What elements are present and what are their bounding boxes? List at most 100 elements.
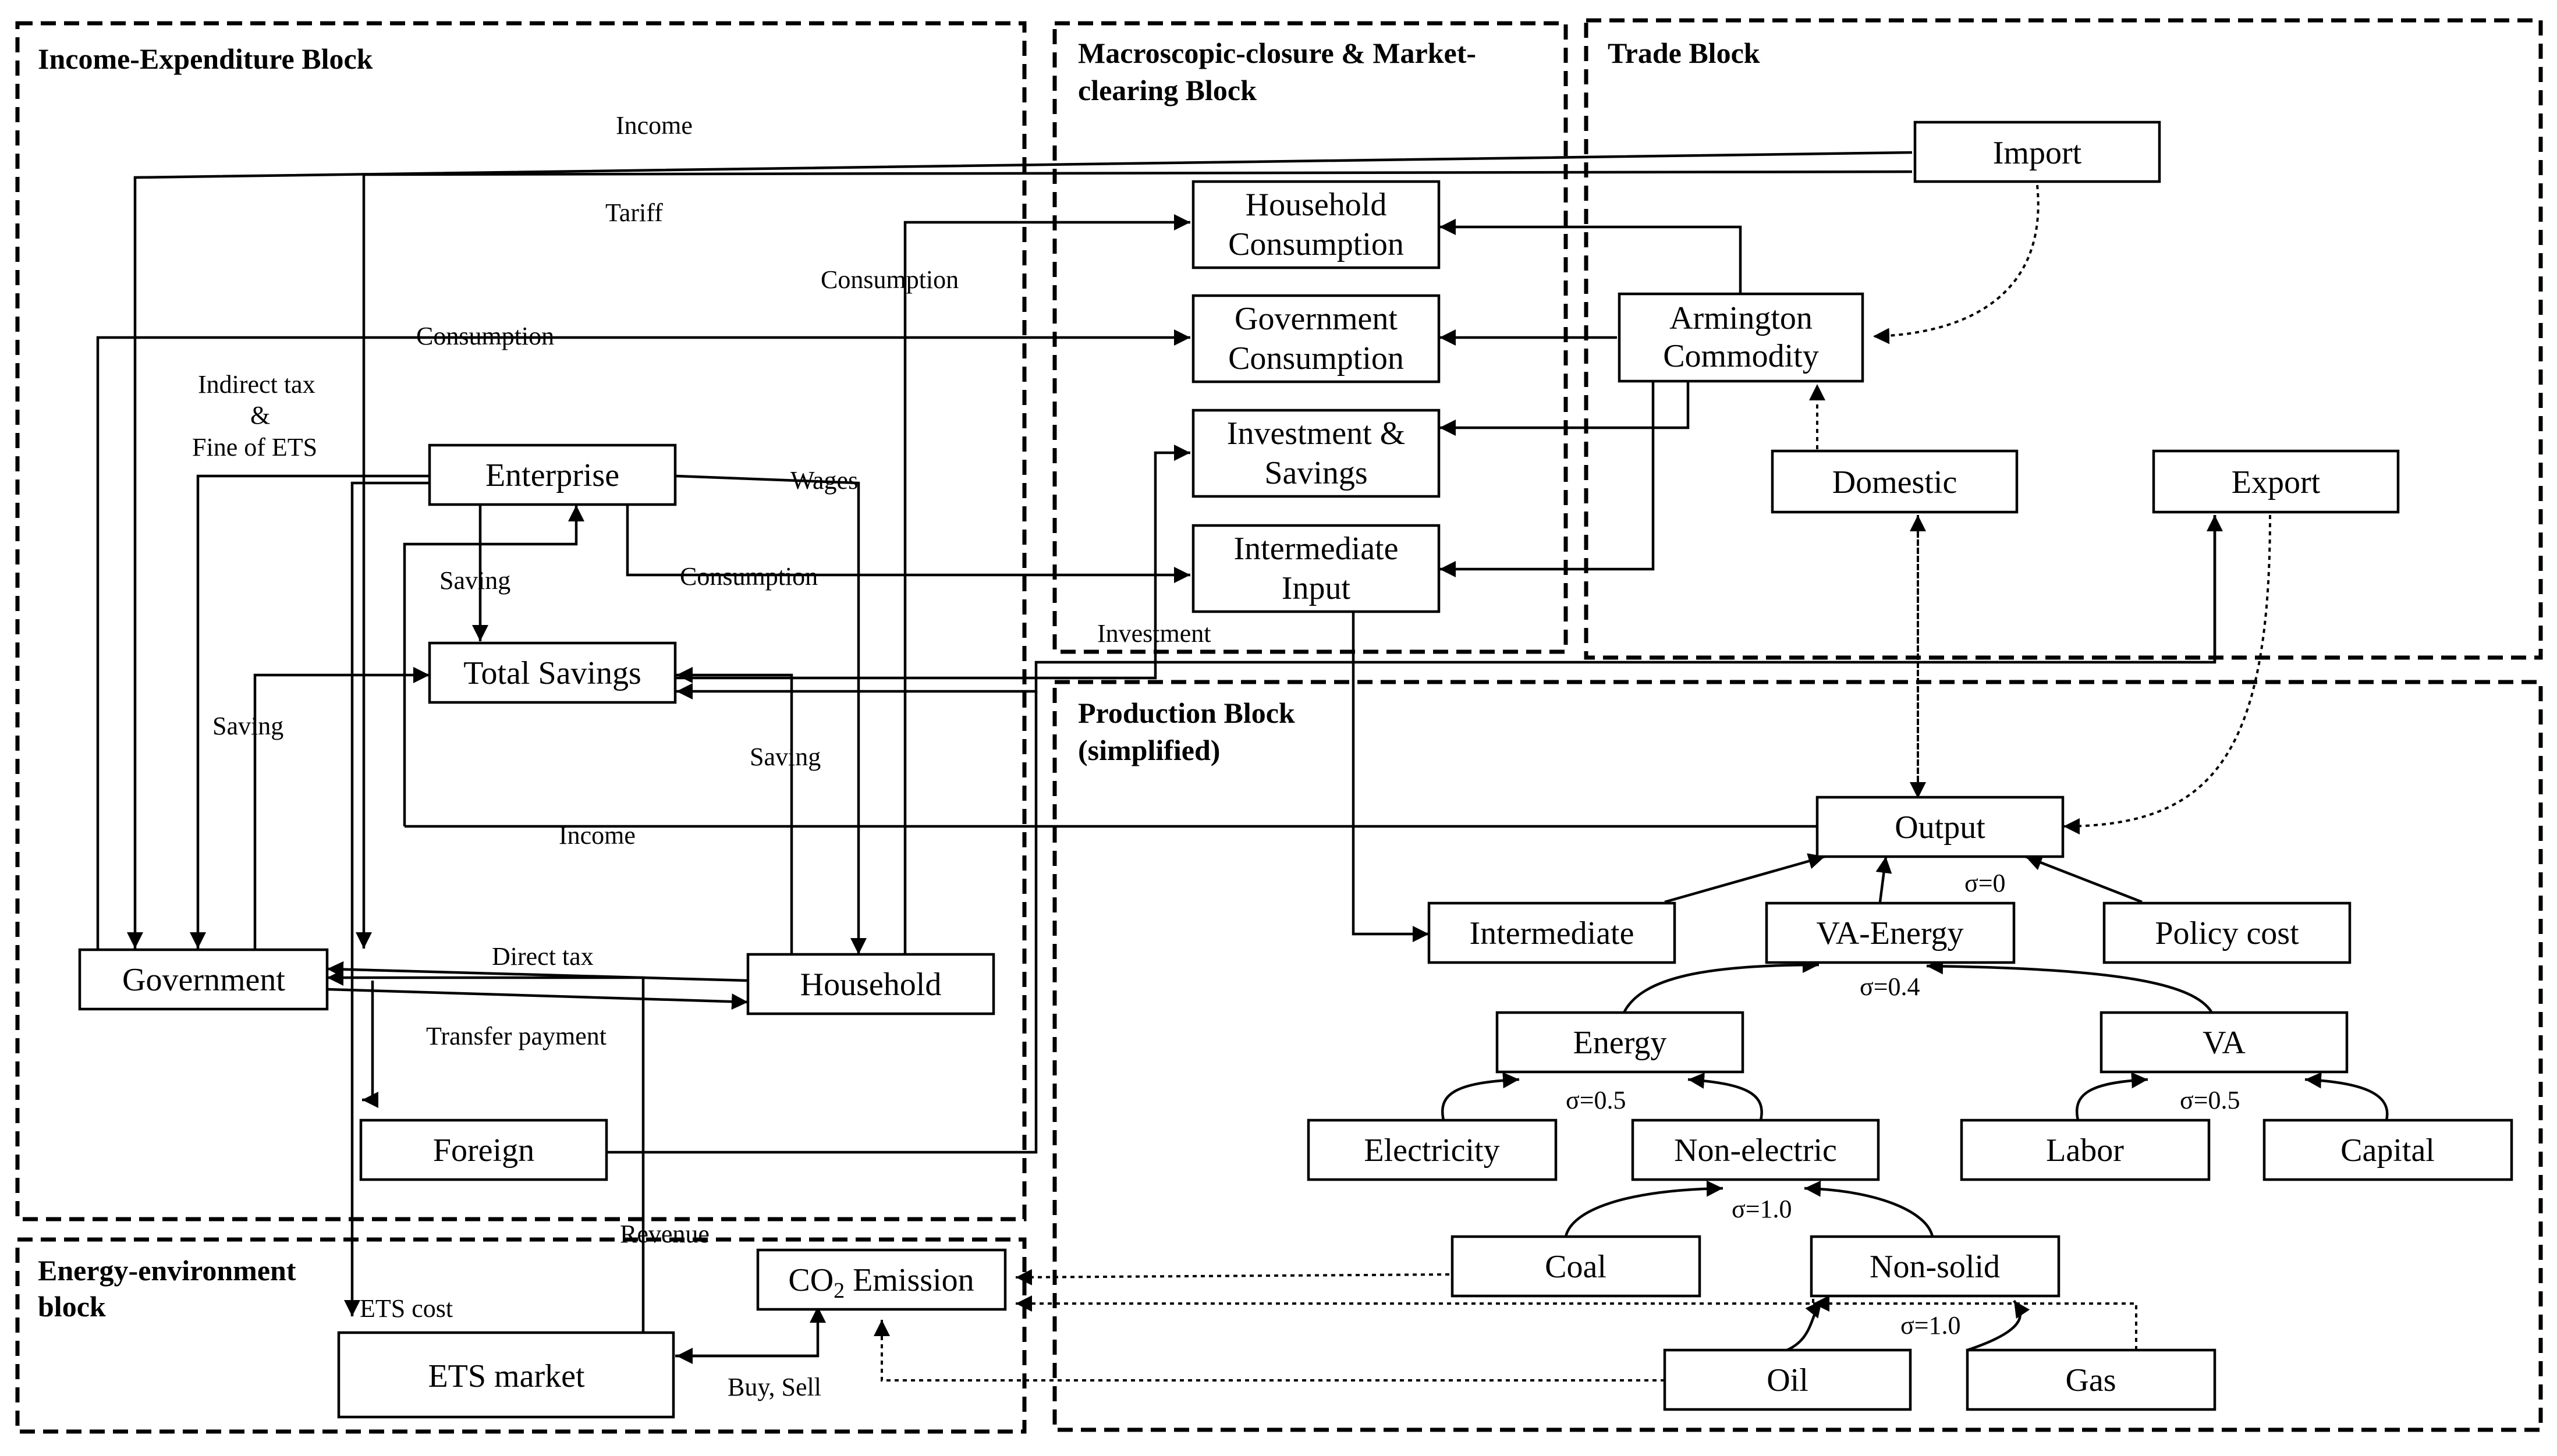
svg-text:CO2 Emission: CO2 Emission (788, 1262, 974, 1303)
trade-block-title: Trade Block (1608, 37, 1760, 69)
node-electricity: Electricity (1307, 1118, 1558, 1181)
node-ets-market: ETS market (337, 1331, 675, 1419)
svg-text:Output: Output (1895, 809, 1985, 846)
edge-transfer-payment (327, 988, 749, 1010)
label-investment: Investment (1097, 619, 1211, 648)
edge-buy-sell (675, 1306, 826, 1358)
node-enterprise: Enterprise (428, 443, 677, 506)
svg-text:Oil: Oil (1767, 1362, 1808, 1398)
edge-intermediate-to-output (1664, 853, 1825, 904)
label-revenue: Revenue (620, 1220, 710, 1248)
trade-block-frame (1584, 18, 2543, 660)
edge-household-saving (676, 667, 793, 954)
svg-text:Policy cost: Policy cost (2155, 915, 2299, 951)
edge-income-import-to-government (127, 151, 1913, 949)
svg-text:Energy: Energy (1573, 1025, 1667, 1061)
edge-gas-to-co2 (1813, 1295, 2137, 1350)
svg-text:Non-electric: Non-electric (1674, 1132, 1837, 1169)
node-intermediate: Intermediate (1427, 901, 1676, 964)
edge-ets-cost (344, 481, 430, 1316)
node-household-consumption: Household Consumption (1191, 180, 1441, 269)
node-non-solid: Non-solid (1810, 1235, 2061, 1298)
edge-coal-to-co2 (1015, 1269, 1450, 1285)
label-saving-household: Saving (750, 743, 821, 771)
node-total-savings: Total Savings (428, 641, 677, 704)
sigma-energy: σ=0.5 (1566, 1086, 1626, 1114)
label-ets-cost: ETS cost (360, 1294, 453, 1323)
edge-consumption-government (96, 329, 1190, 954)
edge-electricity-to-energy (1441, 1072, 1520, 1121)
macro-closure-block-title-line2: clearing Block (1078, 74, 1257, 106)
svg-text:Electricity: Electricity (1364, 1132, 1499, 1169)
edge-oil-to-co2 (874, 1320, 1665, 1382)
edge-va-energy-to-output (1875, 856, 1892, 903)
node-policy-cost: Policy cost (2102, 901, 2352, 964)
node-va: VA (2099, 1011, 2349, 1074)
node-armington-commodity: Armington Commodity (1618, 292, 1864, 383)
edge-labor-to-va (2076, 1072, 2148, 1121)
edge-oil-to-non-solid (1786, 1299, 1823, 1352)
edge-government-saving (253, 667, 430, 954)
edge-foreign-out (605, 691, 1038, 1154)
node-va-energy: VA-Energy (1765, 901, 2016, 964)
svg-text:ETS market: ETS market (428, 1358, 584, 1394)
edge-tariff (356, 170, 1913, 949)
label-income-output: Income (559, 821, 636, 850)
node-capital: Capital (2262, 1118, 2513, 1181)
edge-armington-household (1439, 219, 1742, 294)
label-wages: Wages (790, 466, 858, 495)
node-gas: Gas (1966, 1348, 2216, 1411)
node-oil: Oil (1663, 1348, 1912, 1411)
edge-government-foreign (362, 981, 378, 1108)
edge-revenue (327, 970, 645, 1333)
energy-environment-block-title-line2: block (38, 1290, 106, 1323)
edge-indirect-tax (190, 474, 430, 949)
svg-text:Household: Household (1246, 187, 1387, 223)
edge-armington-intermediate (1439, 381, 1655, 577)
label-consumption-household: Consumption (821, 265, 959, 294)
node-investment-savings: Investment & Savings (1191, 409, 1441, 498)
svg-text:VA: VA (2203, 1025, 2246, 1061)
label-tariff: Tariff (605, 198, 663, 227)
node-energy: Energy (1495, 1011, 1744, 1074)
svg-text:Enterprise: Enterprise (485, 457, 619, 493)
income-expenditure-block-title: Income-Expenditure Block (38, 42, 373, 75)
svg-text:Export: Export (2232, 464, 2321, 500)
node-foreign: Foreign (359, 1118, 608, 1181)
node-import: Import (1913, 120, 2161, 183)
svg-text:Input: Input (1282, 570, 1351, 606)
production-block-title-line2: (simplified) (1078, 734, 1220, 766)
edge-export-output (2063, 514, 2271, 834)
edge-import-to-armington (1872, 184, 2040, 345)
node-government-consumption: Government Consumption (1191, 294, 1441, 383)
edge-investment (676, 445, 1190, 680)
edge-gas-to-non-solid (1967, 1299, 2030, 1352)
node-intermediate-input: Intermediate Input (1191, 524, 1441, 613)
label-saving-government: Saving (212, 712, 283, 740)
label-transfer-payment: Transfer payment (426, 1022, 607, 1050)
svg-text:Savings: Savings (1264, 455, 1367, 491)
svg-text:Armington: Armington (1669, 300, 1813, 336)
edge-intermediate-input-to-intermediate (1352, 611, 1429, 942)
node-output: Output (1815, 796, 2065, 858)
svg-text:Investment &: Investment & (1227, 416, 1405, 452)
node-co2-emission: CO2 Emission (756, 1248, 1007, 1311)
svg-text:Import: Import (1993, 135, 2082, 171)
svg-text:Labor: Labor (2046, 1132, 2124, 1169)
svg-text:Foreign: Foreign (433, 1132, 534, 1169)
svg-text:Household: Household (800, 967, 942, 1003)
sigma-non-electric: σ=1.0 (1732, 1195, 1792, 1223)
macro-closure-block-title-line1: Macroscopic-closure & Market- (1078, 37, 1476, 69)
edge-consumption-household (903, 214, 1190, 954)
label-buy-sell: Buy, Sell (728, 1373, 821, 1401)
svg-text:Non-solid: Non-solid (1870, 1249, 2000, 1285)
edge-armington-investment (1439, 381, 1690, 436)
edge-non-electric-to-energy (1687, 1072, 1763, 1121)
edge-non-solid-to-non-electric (1804, 1180, 1934, 1237)
label-income-top: Income (616, 111, 693, 140)
node-government: Government (78, 948, 329, 1011)
edge-enterprise-consumption (626, 505, 1190, 583)
label-direct-tax: Direct tax (492, 942, 594, 971)
svg-text:Commodity: Commodity (1663, 338, 1819, 374)
